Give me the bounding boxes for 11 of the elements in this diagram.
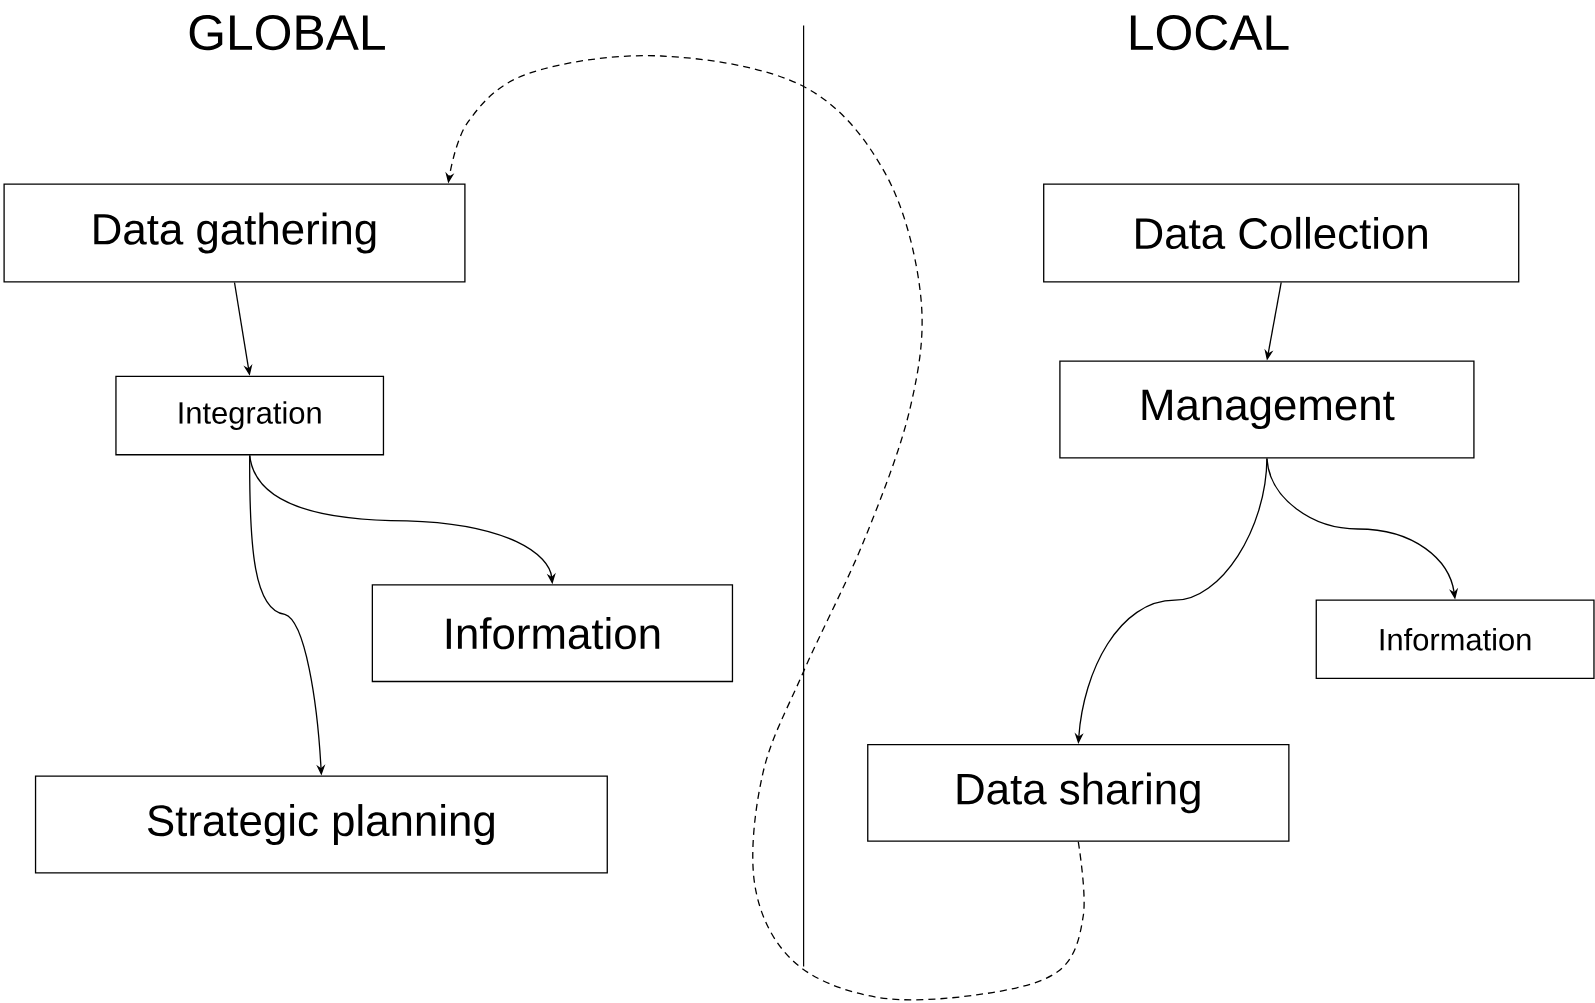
section-heading: GLOBAL xyxy=(189,14,385,51)
process-box: Data gathering xyxy=(3,183,466,283)
process-box: Information xyxy=(371,584,734,683)
process-box: Management xyxy=(1059,360,1475,459)
section-heading: LOCAL xyxy=(1130,14,1289,51)
process-box: Information xyxy=(1315,599,1595,680)
process-box: Data Collection xyxy=(1043,183,1520,283)
process-box: Strategic planning xyxy=(34,775,608,874)
process-box: Integration xyxy=(115,375,385,456)
process-box: Data sharing xyxy=(867,743,1290,842)
arrow xyxy=(445,55,1085,1001)
